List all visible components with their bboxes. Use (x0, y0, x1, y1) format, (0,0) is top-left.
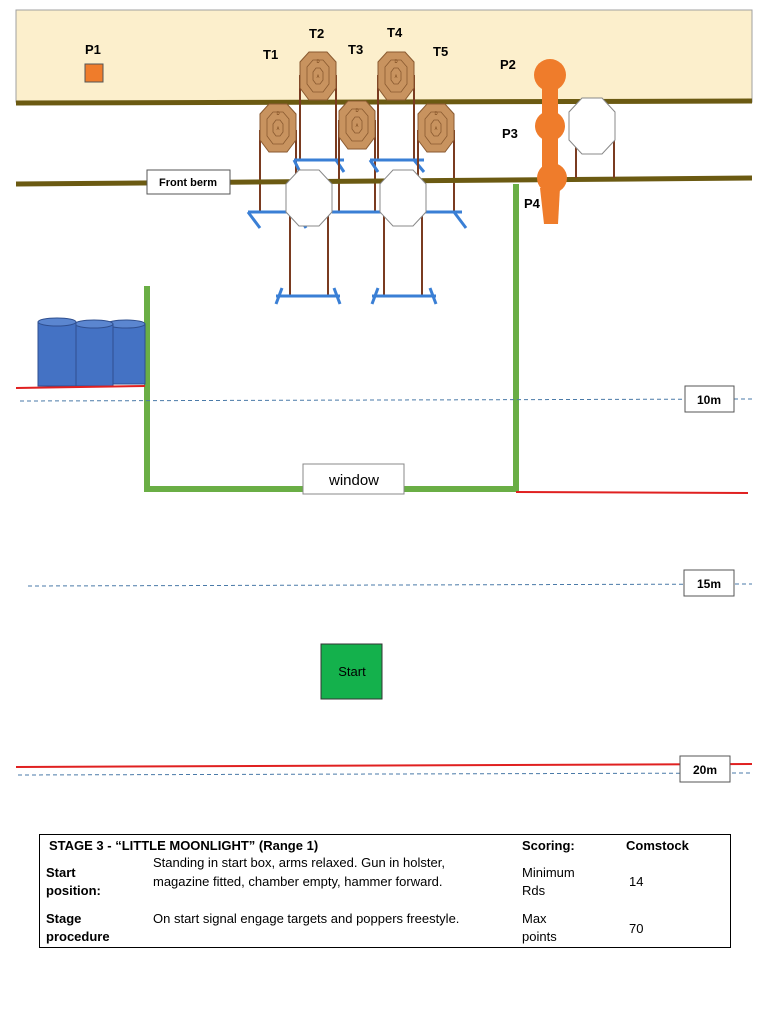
label-t4: T4 (387, 25, 403, 40)
minimum-rounds-label-1: Minimum (522, 865, 575, 880)
label-t1: T1 (263, 47, 278, 62)
fault-line-right (515, 491, 749, 494)
distance-label-10m: 10m (697, 393, 721, 407)
distance-label-15m: 15m (697, 577, 721, 591)
target-t3 (338, 100, 376, 150)
start-position-text-2: magazine fitted, chamber empty, hammer f… (153, 874, 443, 889)
popper-p3 (535, 111, 565, 168)
label-p1: P1 (85, 42, 101, 57)
label-p3: P3 (502, 126, 518, 141)
fault-line-left (15, 385, 146, 389)
max-points-value: 70 (629, 921, 644, 936)
distance-box-15m (683, 569, 735, 597)
stage-procedure-text: On start signal engage targets and poppe… (153, 911, 460, 926)
stage-procedure-label-2: procedure (46, 929, 110, 944)
distance-line-20m (17, 772, 753, 776)
label-p2: P2 (500, 57, 516, 72)
popper-p2 (534, 59, 566, 118)
window-label: window (328, 472, 379, 489)
target-t2 (299, 51, 337, 101)
no-shoot-popper (568, 97, 616, 155)
distance-line-15m (27, 583, 753, 587)
popper-p1 (84, 63, 104, 83)
distance-box-10m (684, 385, 735, 413)
start-position-label-1: Start (46, 865, 76, 880)
max-points-label-1: Max (522, 911, 547, 926)
barrels (37, 317, 146, 387)
no-shoot-left (285, 169, 333, 227)
label-t5: T5 (433, 44, 448, 59)
target-t1 (259, 103, 297, 153)
stage-title: STAGE 3 - “LITTLE MOONLIGHT” (Range 1) (49, 838, 319, 853)
minimum-rounds-label-2: Rds (522, 883, 546, 898)
popper-p4 (537, 163, 567, 224)
distance-line-10m (19, 398, 753, 402)
no-shoot-right (379, 169, 427, 227)
front-berm-box (146, 169, 231, 195)
scoring-value: Comstock (626, 838, 689, 853)
minimum-rounds-value: 14 (629, 874, 644, 889)
green-wall (144, 184, 519, 492)
label-t2: T2 (309, 26, 324, 41)
distance-label-20m: 20m (693, 763, 717, 777)
stage-procedure-label-1: Stage (46, 911, 82, 926)
window-box (302, 463, 405, 495)
fault-line-rear (15, 763, 753, 768)
distance-box-20m (679, 755, 731, 783)
max-points-label-2: points (522, 929, 557, 944)
front-berm-label: Front berm (159, 177, 217, 189)
back-berm-line (15, 98, 753, 106)
target-t5 (417, 103, 455, 153)
label-p4: P4 (524, 196, 541, 211)
start-label: Start (338, 664, 366, 679)
start-position-label-2: position: (46, 883, 101, 898)
label-t3: T3 (348, 42, 363, 57)
start-box (320, 643, 383, 700)
target-t4 (377, 51, 415, 101)
stage-info-table: STAGE 3 - “LITTLE MOONLIGHT” (Range 1) S… (39, 834, 731, 948)
scoring-label: Scoring: (522, 838, 575, 853)
start-position-text-1: Standing in start box, arms relaxed. Gun… (153, 855, 445, 870)
